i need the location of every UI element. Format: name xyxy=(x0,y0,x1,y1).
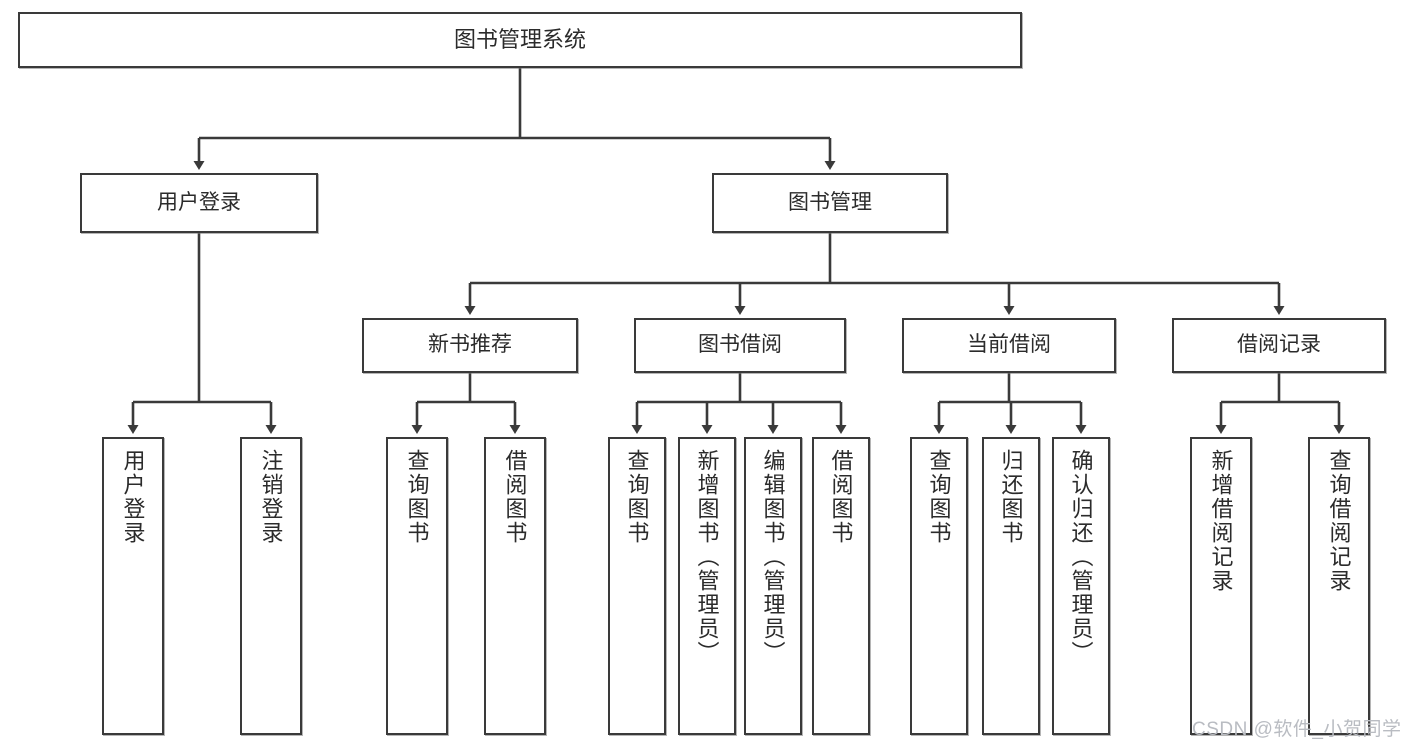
node-leaf-return-book[interactable]: 归还图书 xyxy=(982,437,1040,735)
node-leaf-borrow-book-a[interactable]: 借阅图书 xyxy=(484,437,546,735)
node-leaf-user-login[interactable]: 用户登录 xyxy=(102,437,164,735)
node-leaf-confirm-return[interactable]: 确认归还（管理员） xyxy=(1052,437,1110,735)
node-label: 查询图书 xyxy=(404,449,430,545)
node-label: 查询借阅记录 xyxy=(1326,449,1352,593)
node-current-borrow[interactable]: 当前借阅 xyxy=(902,318,1116,373)
node-leaf-logout[interactable]: 注销登录 xyxy=(240,437,302,735)
node-label: 借阅记录 xyxy=(1237,333,1321,357)
node-leaf-edit-book[interactable]: 编辑图书（管理员） xyxy=(744,437,802,735)
node-label: 用户登录 xyxy=(157,190,241,214)
node-label: 当前借阅 xyxy=(967,333,1051,357)
node-label: 编辑图书（管理员） xyxy=(760,449,786,665)
node-label: 注销登录 xyxy=(258,449,284,545)
node-leaf-query-record[interactable]: 查询借阅记录 xyxy=(1308,437,1370,735)
node-label: 确认归还（管理员） xyxy=(1068,449,1094,665)
node-label: 新增图书（管理员） xyxy=(694,449,720,665)
node-label: 借阅图书 xyxy=(502,449,528,545)
node-book-manage[interactable]: 图书管理 xyxy=(712,173,948,233)
node-label: 新增借阅记录 xyxy=(1208,449,1234,593)
node-label: 用户登录 xyxy=(120,449,146,545)
node-root[interactable]: 图书管理系统 xyxy=(18,12,1022,68)
node-label: 归还图书 xyxy=(998,449,1024,545)
node-borrow-record[interactable]: 借阅记录 xyxy=(1172,318,1386,373)
node-leaf-add-book[interactable]: 新增图书（管理员） xyxy=(678,437,736,735)
node-label: 图书管理系统 xyxy=(453,27,586,53)
node-book-borrow[interactable]: 图书借阅 xyxy=(634,318,846,373)
node-user-login[interactable]: 用户登录 xyxy=(80,173,318,233)
node-label: 借阅图书 xyxy=(828,449,854,545)
node-leaf-query-book-a[interactable]: 查询图书 xyxy=(386,437,448,735)
node-label: 新书推荐 xyxy=(428,333,512,357)
node-new-book-rec[interactable]: 新书推荐 xyxy=(362,318,578,373)
node-label: 查询图书 xyxy=(624,449,650,545)
node-leaf-borrow-book-b[interactable]: 借阅图书 xyxy=(812,437,870,735)
node-label: 图书借阅 xyxy=(698,333,782,357)
node-leaf-query-book-b[interactable]: 查询图书 xyxy=(608,437,666,735)
node-label: 查询图书 xyxy=(926,449,952,545)
node-label: 图书管理 xyxy=(788,190,872,214)
node-leaf-query-book-c[interactable]: 查询图书 xyxy=(910,437,968,735)
node-leaf-add-record[interactable]: 新增借阅记录 xyxy=(1190,437,1252,735)
